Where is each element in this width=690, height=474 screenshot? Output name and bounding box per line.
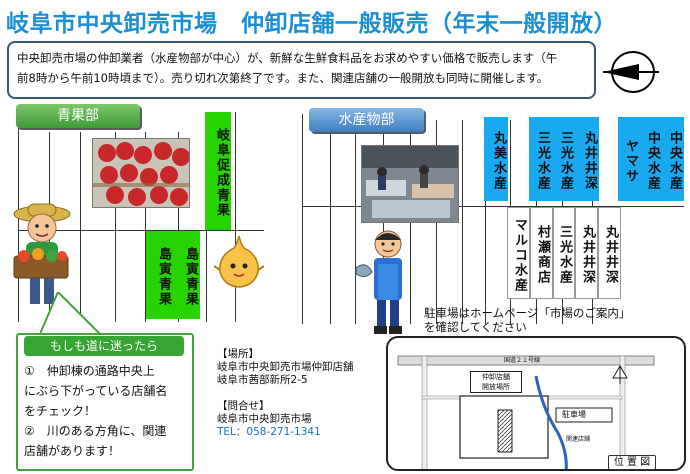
tip-2-line-1: ② 川のある方角に、関連: [24, 424, 167, 438]
shop-marumi-suisan: 丸美水産: [484, 117, 508, 201]
location-map: 国道２１号線 仲卸店舗 開放場所 駐車場 関連店舗: [386, 336, 686, 471]
produce-photo: [92, 138, 190, 208]
map-related-shops-label: 関連店舗: [566, 436, 591, 443]
shop-yamasa: ヤマサ: [618, 117, 640, 201]
map-open-area-label: 仲卸店舗 開放場所: [470, 371, 522, 393]
produce-section-label: 青果部: [16, 104, 140, 128]
contact-info: 【場所】 岐阜市中央卸売市場仲卸店舗 岐阜市茜部新所2-5 【問合せ】 岐阜市中…: [217, 348, 354, 439]
onion-mascot-icon: [213, 234, 265, 290]
location-map-button[interactable]: 位 置 図: [608, 455, 656, 470]
callout-pointer: [38, 290, 110, 338]
tip-1-line-1: ① 仲卸棟の通路中央上: [24, 364, 155, 378]
map-drawing: [397, 355, 655, 469]
map-parking-label: 駐車場: [562, 410, 586, 419]
tip-1-line-3: をチェック！: [24, 404, 97, 418]
intro-line-1: 中央卸売市場の仲卸業者（水産物部が中心）が、新鮮な生鮮食料品をお求めやすい価格で…: [17, 51, 558, 65]
parking-note-line-1: 駐車場はホームページ「市場のご案内」: [424, 306, 631, 320]
fishmonger-mascot-icon: [352, 228, 418, 336]
intro-line-2: 前8時から午前10時頃まで）。売り切れ次第終了です。また、関連店舗の一般開放も同…: [17, 71, 549, 85]
shop-sanko-suisan-3: 三光水産: [553, 207, 575, 299]
shop-marui-ibuka-1: 丸井井深: [575, 117, 599, 201]
north-arrow-icon: [601, 50, 661, 94]
page-title: 岐阜市中央卸売市場 仲卸店舗一般販売（年末一般開放）: [6, 11, 617, 37]
shop-chuo-suisan-1: 中央水産: [640, 117, 662, 201]
farmer-mascot-icon: [8, 200, 78, 320]
seafood-section-label: 水産物部: [309, 108, 424, 132]
tip-2-line-2: 店舗があります！: [24, 444, 121, 458]
shop-sanko-suisan-2: 三光水産: [552, 117, 575, 201]
shop-chuo-suisan-2: 中央水産: [662, 117, 684, 201]
contact-heading: 【問合せ】: [217, 400, 270, 412]
shop-sanko-suisan-1: 三光水産: [529, 117, 552, 201]
shop-gifu-sokusei-seika: 岐阜促成青果: [205, 112, 231, 230]
shop-marui-ibuka-2: 丸井井深: [575, 207, 598, 299]
parking-note: 駐車場はホームページ「市場のご案内」 を確認してください: [424, 306, 630, 334]
shop-shimatora-seika-1: 島寅青果: [146, 231, 173, 319]
lost-help-heading: もしも道に迷ったら: [24, 336, 184, 356]
place-heading: 【場所】: [217, 348, 259, 360]
place-line-2: 岐阜市茜部新所2-5: [217, 374, 308, 386]
parking-note-line-2: を確認してください: [424, 320, 527, 334]
contact-line-1: 岐阜市中央卸売市場: [217, 413, 312, 425]
lost-help-box: [16, 333, 194, 471]
lost-help-tips: ① 仲卸棟の通路中央上 にぶら下がっている店舗名 をチェック！ ② 川のある方角…: [24, 361, 190, 461]
telephone-link[interactable]: TEL：058-271-1341: [217, 426, 321, 438]
tip-1-line-2: にぶら下がっている店舗名: [24, 384, 168, 398]
place-line-1: 岐阜市中央卸売市場仲卸店舗: [217, 361, 354, 373]
seafood-market-photo: [361, 145, 459, 223]
map-road-label: 国道２１号線: [504, 357, 541, 364]
shop-maruko-suisan: マルコ水産: [507, 207, 530, 299]
shop-shimatora-seika-2: 島寅青果: [173, 231, 200, 319]
shop-murase-shoten: 村瀬商店: [530, 207, 553, 299]
shop-marui-ibuka-3: 丸井井深: [598, 207, 621, 299]
intro-box: 中央卸売市場の仲卸業者（水産物部が中心）が、新鮮な生鮮食料品をお求めやすい価格で…: [7, 41, 596, 99]
